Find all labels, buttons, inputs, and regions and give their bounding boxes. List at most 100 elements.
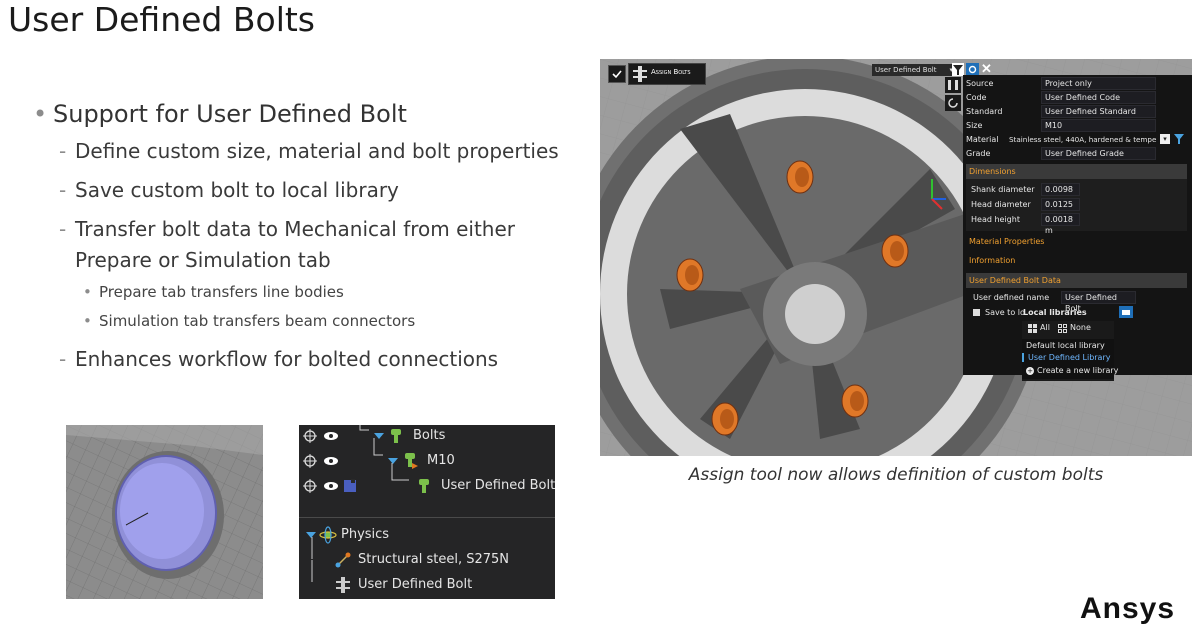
check-icon[interactable] <box>608 65 626 83</box>
expand-triangle-icon[interactable] <box>387 450 399 480</box>
save-row: Save to lo Local libraries <box>973 306 1192 319</box>
bolt-tool-icon <box>633 66 647 82</box>
section-dimensions[interactable]: Dimensions <box>966 164 1187 179</box>
prop-value[interactable]: Project only <box>1041 77 1156 90</box>
tree-item-label: M10 <box>427 453 455 468</box>
section-label: Dimensions <box>969 167 1016 176</box>
assign-bolts-screenshot: Assign Bolts User Defined Bolt ▾ ✕ Sourc… <box>600 59 1192 456</box>
create-library-label: Create a new library <box>1037 366 1119 375</box>
create-library-row[interactable]: +Create a new library <box>1026 366 1118 375</box>
eye-icon[interactable] <box>323 425 339 455</box>
sub-bullet: Transfer bolt data to Mechanical from ei… <box>33 214 545 276</box>
tree-item-label: User Defined Bolt <box>441 478 555 493</box>
slide-title: User Defined Bolts <box>8 0 315 39</box>
dim-value[interactable]: 0.0098 m <box>1041 183 1080 205</box>
section-material-properties[interactable]: Material Properties <box>969 237 1045 246</box>
sub-sub-bullet: Simulation tab transfers beam connectors <box>33 308 593 334</box>
prop-value[interactable]: User Defined Grade <box>1041 147 1156 160</box>
crosshair-icon[interactable] <box>303 475 317 505</box>
tree-connector-icon <box>391 463 409 481</box>
local-libraries-select[interactable]: Local libraries <box>1023 308 1087 317</box>
physics-icon <box>319 524 337 554</box>
prop-label: Source <box>966 79 994 88</box>
tree-connector-icon <box>373 438 383 456</box>
library-dropdown-menu: All None Default local library User Defi… <box>1022 321 1118 381</box>
screenshot-caption: Assign tool now allows definition of cus… <box>688 465 1104 485</box>
tree-item-label: Bolts <box>413 428 446 443</box>
dim-label: Head diameter <box>971 200 1031 209</box>
toolbar: Assign Bolts <box>608 63 706 85</box>
prop-label: Material <box>966 135 999 144</box>
close-icon[interactable]: ✕ <box>981 61 992 76</box>
bolt-type-dropdown[interactable]: User Defined Bolt ▾ <box>872 64 955 76</box>
dim-value[interactable]: 0.0125 m <box>1041 198 1080 220</box>
logo-text: Ansys <box>1080 592 1176 625</box>
bolt-icon <box>417 475 431 505</box>
none-option[interactable]: None <box>1070 323 1091 332</box>
sub-bullet: Save custom bolt to local library <box>33 175 593 206</box>
all-option[interactable]: All <box>1040 323 1050 332</box>
bullet-main: Support for User Defined Bolt <box>33 100 593 128</box>
expand-triangle-icon[interactable] <box>373 425 385 455</box>
section-label: User Defined Bolt Data <box>969 276 1061 285</box>
prop-label: Grade <box>966 149 991 158</box>
save-label: Save to lo <box>985 308 1025 317</box>
assign-bolts-button[interactable]: Assign Bolts <box>628 63 706 85</box>
assign-bolts-label: Assign Bolts <box>651 68 691 76</box>
prop-value[interactable]: M10 <box>1041 119 1156 132</box>
dim-value[interactable]: 0.0018 m <box>1041 213 1080 235</box>
tree-item-label: Structural steel, S275N <box>358 552 510 567</box>
structure-tree: Bolts M10 User Defined Bolt <box>299 425 555 599</box>
bolt-pair-icon[interactable] <box>945 77 961 93</box>
prop-row-grade: Grade User Defined Grade <box>966 147 1191 160</box>
settings-icon[interactable] <box>966 63 979 76</box>
library-item[interactable]: Default local library <box>1026 341 1105 350</box>
tree-connector-icon <box>311 537 313 559</box>
sub-sub-bullet: Prepare tab transfers line bodies <box>33 279 593 305</box>
filter-icon[interactable] <box>1174 133 1184 149</box>
tree-item-label: User Defined Bolt <box>358 577 473 592</box>
section-information[interactable]: Information <box>969 256 1016 265</box>
section-user-defined-bolt-data[interactable]: User Defined Bolt Data <box>966 273 1187 288</box>
crosshair-icon[interactable] <box>303 450 317 480</box>
user-defined-name-input[interactable]: User Defined Bolt <box>1061 291 1136 313</box>
prop-value[interactable]: User Defined Standard <box>1041 105 1156 118</box>
divider <box>299 517 555 518</box>
user-defined-name-row: User defined name User Defined Bolt <box>973 291 1192 313</box>
bolt-hole-thumbnail <box>66 425 263 599</box>
bolt-size-icon <box>403 450 419 480</box>
sub-bullet: Define custom size, material and bolt pr… <box>33 136 593 167</box>
tree-connector-icon <box>359 425 369 431</box>
user-defined-name-label: User defined name <box>973 293 1050 302</box>
save-checkbox[interactable] <box>973 309 980 316</box>
prop-value[interactable]: User Defined Code <box>1041 91 1156 104</box>
tree-item-label: Physics <box>341 527 390 542</box>
library-item-selected[interactable]: User Defined Library <box>1022 353 1110 362</box>
dimensions-box: Shank diameter 0.0098 m Head diameter 0.01… <box>966 179 1187 235</box>
folder-icon[interactable] <box>1119 306 1133 318</box>
dim-label: Shank diameter <box>971 185 1035 194</box>
sub-bullet: Enhances workflow for bolted connections <box>33 344 593 375</box>
material-select[interactable]: Stainless steel, 440A, hardened & temper… <box>1009 135 1157 144</box>
dim-row: Head diameter 0.0125 m <box>971 198 1192 220</box>
eye-icon[interactable] <box>323 450 339 480</box>
expand-triangle-icon[interactable] <box>305 524 317 554</box>
ansys-logo: Ansys <box>1080 592 1175 626</box>
select-all-icon <box>1028 324 1037 335</box>
bullet-list: Support for User Defined Bolt Define cus… <box>33 100 593 375</box>
plus-icon: + <box>1026 367 1034 375</box>
chevron-down-icon[interactable]: ▾ <box>1160 134 1170 144</box>
beam-connector-icon <box>335 574 351 599</box>
crosshair-icon[interactable] <box>303 425 317 455</box>
filter-icon[interactable] <box>952 63 964 76</box>
dropdown-value: User Defined Bolt <box>875 66 937 74</box>
prop-row-source: Source Project only <box>966 77 1191 90</box>
material-icon <box>335 549 351 579</box>
selection-icon[interactable] <box>343 475 357 505</box>
eye-icon[interactable] <box>323 475 339 505</box>
refresh-icon[interactable] <box>945 95 961 111</box>
